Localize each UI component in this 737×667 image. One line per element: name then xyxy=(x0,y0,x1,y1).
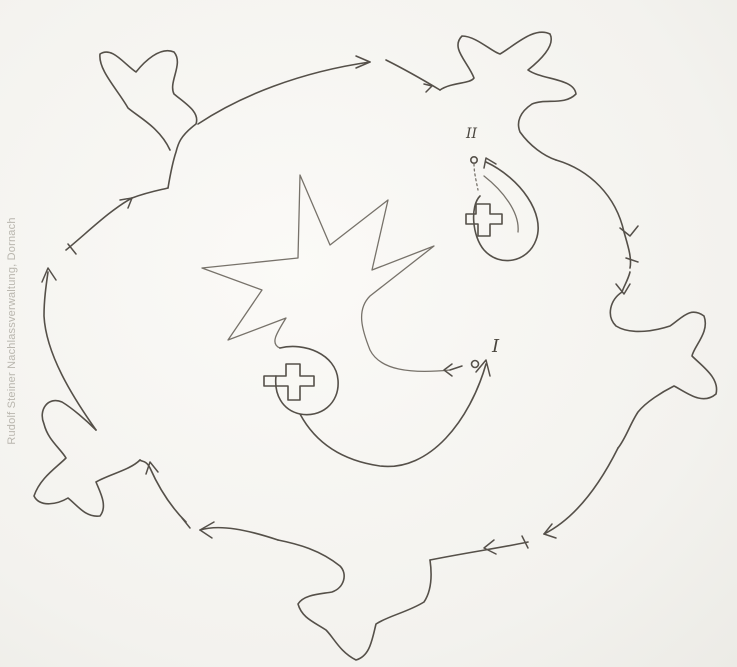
arrowhead-top-right xyxy=(424,84,432,92)
path-right-to-blob xyxy=(622,272,630,292)
path-upper-left xyxy=(66,198,132,250)
arrowhead-bottom-right xyxy=(484,540,496,554)
spiral-one xyxy=(276,346,486,466)
path-bottom-right-arc xyxy=(430,542,528,560)
origin-point-one xyxy=(472,361,479,368)
path-upper-left-link xyxy=(132,188,168,198)
blob-bottom xyxy=(278,540,431,660)
tick-right xyxy=(626,258,638,262)
label-orbit-two: II xyxy=(465,126,478,142)
central-star xyxy=(202,175,450,371)
cross-one xyxy=(264,364,314,400)
blob-right xyxy=(610,292,716,448)
origin-point-two xyxy=(471,157,477,163)
blob-top-left xyxy=(100,51,197,188)
label-orbit-one: I xyxy=(491,336,500,357)
blob-top-right xyxy=(440,32,576,160)
photo-credit: Rudolf Steiner Nachlassverwaltung, Dorna… xyxy=(6,61,18,601)
path-top-arc xyxy=(198,62,370,124)
path-right-bottom-arc xyxy=(544,448,618,534)
spiral-two xyxy=(474,162,539,261)
arrowhead-left-upper xyxy=(42,268,56,282)
dotted-trail-two xyxy=(474,164,478,190)
cross-two xyxy=(466,204,502,236)
path-right-descend xyxy=(556,160,631,268)
path-left-arc xyxy=(44,272,96,430)
